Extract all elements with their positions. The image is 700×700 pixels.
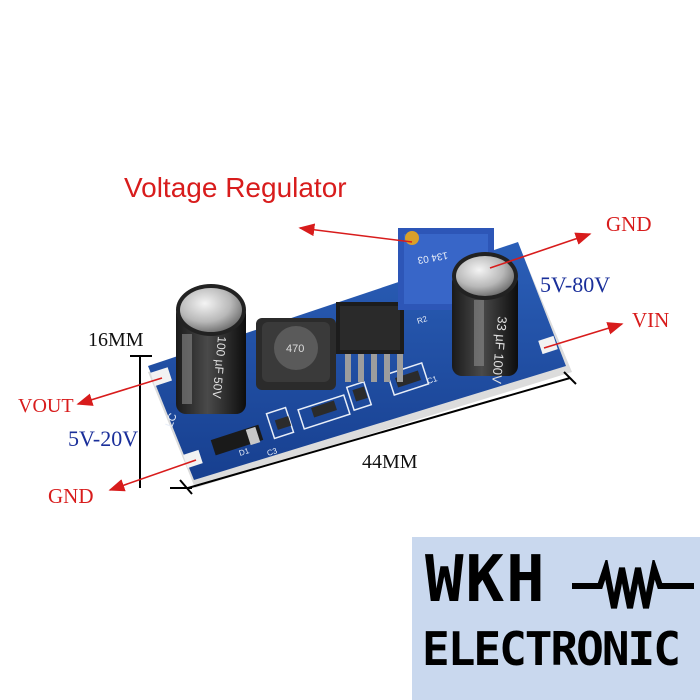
dimension-lines <box>130 355 577 495</box>
vout-range-label: 5V-20V <box>68 426 139 451</box>
svg-text:R2: R2 <box>416 314 429 326</box>
logo-text-top: WKH <box>425 543 547 617</box>
inductor: 470 <box>256 318 336 390</box>
svg-text:C3: C3 <box>266 446 279 458</box>
inductor-marking: 470 <box>286 343 304 355</box>
regulator-ic <box>336 302 404 382</box>
title-label: Voltage Regulator <box>124 172 347 203</box>
pointer-arrows <box>76 223 624 492</box>
logo-text-bottom: ELECTRONIC <box>422 622 681 676</box>
svg-text:C1: C1 <box>426 374 439 386</box>
length-label: 44MM <box>362 451 418 473</box>
resistor-icon <box>572 560 694 609</box>
vin-range-label: 5V-80V <box>540 272 611 297</box>
capacitor-right: 33 µF 100V <box>452 252 518 385</box>
cap-left-marking: 100 µF 50V <box>210 336 229 399</box>
gnd-bottom-label: GND <box>48 484 94 508</box>
gnd-top-label: GND <box>606 212 652 236</box>
arrow-vout <box>76 377 163 406</box>
capacitor-left: 100 µF 50V <box>176 284 246 414</box>
arrow-gnd-top <box>489 232 592 269</box>
vout-label: VOUT <box>18 395 74 417</box>
svg-text:LC: LC <box>164 412 180 429</box>
arrow-to-pot <box>298 223 413 243</box>
cap-right-marking: 33 µF 100V <box>489 316 510 385</box>
pot-marking: 134 03 <box>416 249 448 265</box>
arrow-vin <box>543 322 624 349</box>
vin-label: VIN <box>632 308 670 332</box>
width-label: 16MM <box>88 329 144 351</box>
smd-components <box>210 370 421 456</box>
length-dimension-line <box>187 377 571 489</box>
arrow-gnd-bottom <box>108 459 197 492</box>
svg-text:D1: D1 <box>238 446 251 458</box>
